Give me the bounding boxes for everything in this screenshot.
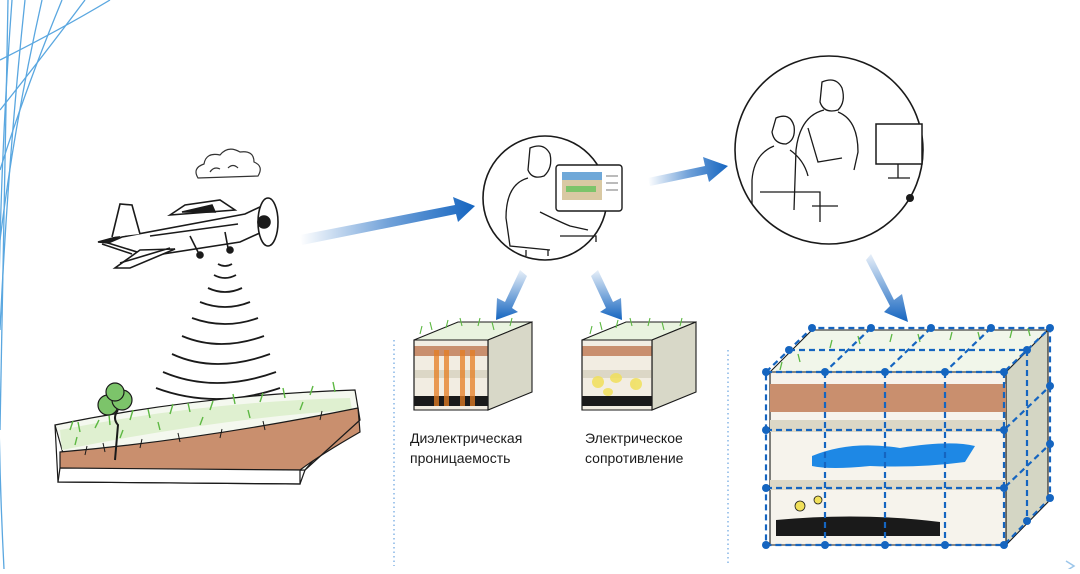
- flow-arrow-to-model: [866, 254, 908, 322]
- terrain-block-icon: [54, 381, 361, 485]
- flow-arrow-to-resistivity: [591, 270, 622, 320]
- cloud-icon: [195, 148, 261, 179]
- radar-waves-icon: [155, 263, 281, 400]
- flow-arrow-to-processing: [300, 197, 475, 245]
- decorative-curves: [0, 0, 111, 570]
- resistivity-block-icon: [581, 317, 697, 411]
- dielectric-block-icon: [413, 317, 533, 411]
- analysts-icon: [734, 55, 924, 245]
- computer-operator-icon: [482, 135, 623, 261]
- dielectric-permittivity-label: Диэлектрическая проницаемость: [410, 430, 523, 466]
- electrical-resistivity-label: Электрическое сопротивление: [585, 430, 684, 466]
- bottom-timeline: [50, 560, 1076, 572]
- 3d-grid-model-icon: [762, 324, 1054, 549]
- flow-arrow-to-analysis: [648, 157, 728, 186]
- flow-arrow-to-dielectric: [496, 270, 527, 320]
- airplane-icon: [97, 197, 279, 269]
